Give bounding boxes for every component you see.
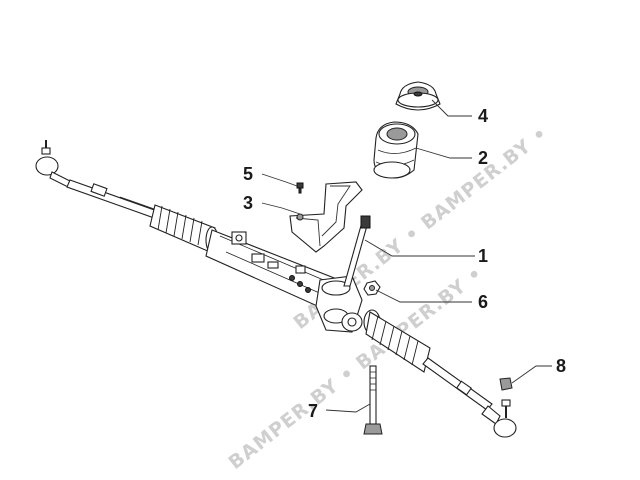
steering-rack-assembly [35, 140, 517, 438]
callout-numbers: 1 2 3 4 5 6 7 8 [243, 106, 566, 421]
leader-5 [261, 173, 298, 187]
part-7-bolt [363, 365, 383, 435]
right-bellows-boot [363, 309, 431, 373]
leader-3 [261, 202, 301, 215]
part-6-nut [363, 280, 381, 296]
left-tie-rod-end [35, 140, 73, 189]
callout-3: 3 [243, 193, 253, 213]
callout-6: 6 [478, 292, 488, 312]
leader-2 [415, 147, 472, 159]
callout-5: 5 [243, 164, 253, 184]
callout-4: 4 [478, 106, 488, 126]
left-tie-rod [66, 179, 161, 220]
leader-4 [431, 99, 472, 117]
pinion-shaft [343, 215, 371, 287]
callout-1: 1 [478, 246, 488, 266]
leader-6 [375, 289, 472, 303]
leader-lines [261, 99, 552, 413]
callout-8: 8 [556, 356, 566, 376]
callout-7: 7 [308, 401, 318, 421]
pinion-housing [315, 275, 363, 333]
part-8-nut [499, 377, 513, 391]
rack-housing [205, 229, 353, 319]
leader-8 [511, 365, 552, 384]
callout-2: 2 [478, 148, 488, 168]
part-4-grommet-cap [395, 81, 441, 111]
part-3-heat-shield [289, 181, 363, 253]
right-tie-rod [422, 357, 493, 411]
leader-1 [364, 239, 475, 257]
part-2-dust-cover [373, 121, 419, 179]
leader-7 [325, 403, 371, 413]
part-5-screw [296, 182, 304, 194]
right-tie-rod-end [481, 399, 517, 438]
